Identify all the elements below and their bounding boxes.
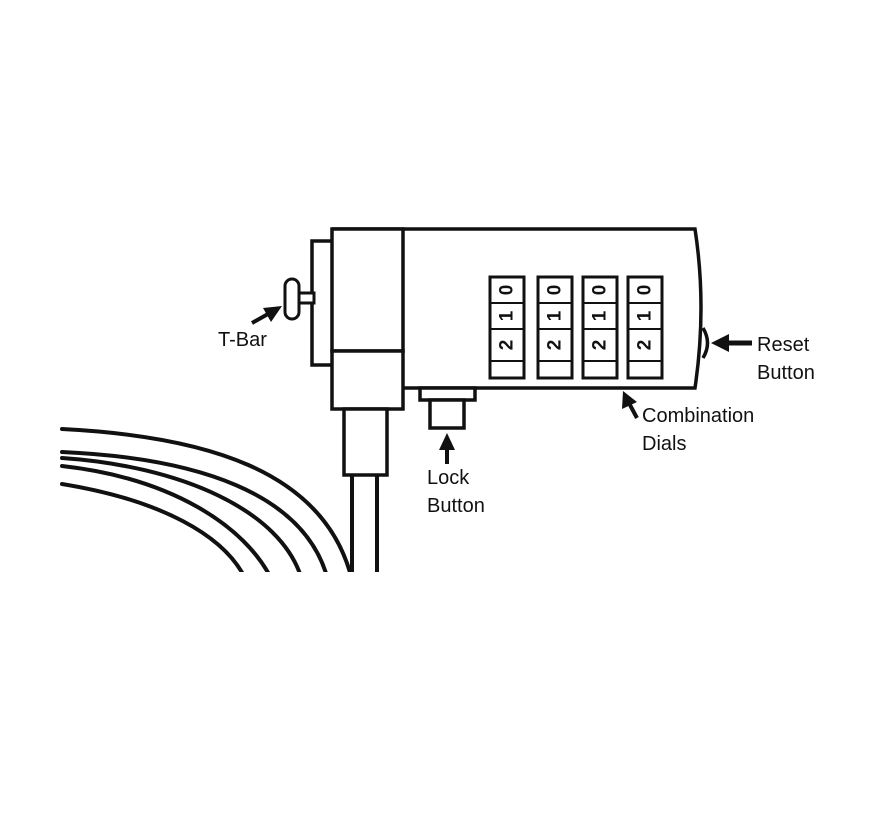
lock-cable-sleeve xyxy=(342,407,389,477)
combination-arrow-icon xyxy=(622,391,639,419)
cable-strand xyxy=(60,427,352,572)
dial-digit: 0 xyxy=(590,285,611,296)
t-bar-handle xyxy=(283,277,301,321)
dial-digit: 1 xyxy=(497,310,518,321)
reset-button-label-line2: Button xyxy=(757,362,815,384)
lock-button-label-line1: Lock xyxy=(427,467,470,489)
lock-button[interactable] xyxy=(428,398,466,430)
dial-digit: 2 xyxy=(635,340,656,351)
combination-dial-3[interactable]: 0 1 2 xyxy=(581,275,619,380)
cable-strand xyxy=(60,464,270,572)
dial-digit: 1 xyxy=(545,310,566,321)
combination-dial-4[interactable]: 0 1 2 xyxy=(626,275,664,380)
dial-digit: 0 xyxy=(497,285,518,296)
reset-button[interactable] xyxy=(701,327,710,359)
lock-collar xyxy=(330,349,405,411)
dial-digit: 1 xyxy=(590,310,611,321)
t-bar-label: T-Bar xyxy=(218,329,267,351)
combination-dials-label-line2: Dials xyxy=(642,433,686,455)
lock-button-arrow-icon xyxy=(439,433,455,464)
combination-dials-label-line1: Combination xyxy=(642,405,754,427)
cable-coil xyxy=(60,427,379,572)
combination-dial-2[interactable]: 0 1 2 xyxy=(536,275,574,380)
lock-button-housing xyxy=(418,386,477,402)
dial-digit: 2 xyxy=(497,340,518,351)
t-bar-arrow-icon xyxy=(251,306,282,325)
t-bar[interactable] xyxy=(283,277,316,321)
combination-dials[interactable]: 0 1 2 0 1 2 0 1 2 0 1 xyxy=(488,275,664,380)
reset-button-label-line1: Reset xyxy=(757,334,810,356)
lock-button-label-line2: Button xyxy=(427,495,485,517)
cable-strand xyxy=(60,450,328,572)
combination-dial-1[interactable]: 0 1 2 xyxy=(488,275,526,380)
dial-digit: 2 xyxy=(545,340,566,351)
dial-digit: 1 xyxy=(635,310,656,321)
dial-digit: 0 xyxy=(635,285,656,296)
dial-digit: 2 xyxy=(590,340,611,351)
reset-arrow-icon xyxy=(711,334,752,352)
lock-neck xyxy=(330,227,405,353)
cable-strand xyxy=(60,482,244,572)
cable-strand xyxy=(60,456,302,572)
dial-digit: 0 xyxy=(545,285,566,296)
